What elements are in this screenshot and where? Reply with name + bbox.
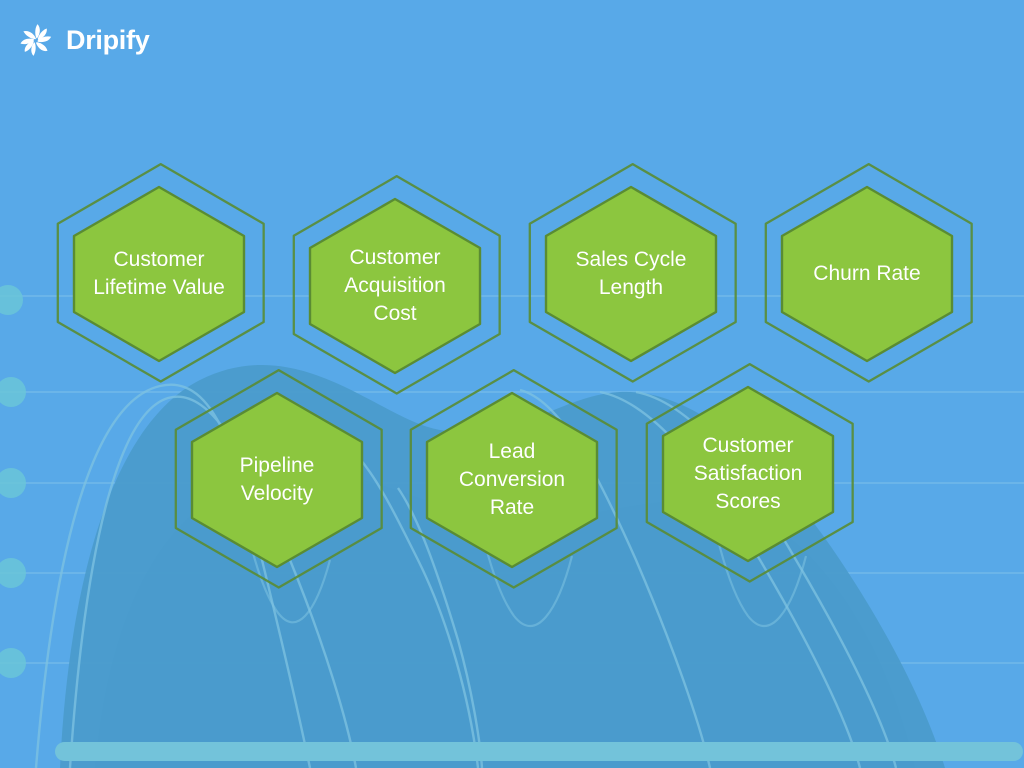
- dripify-pinwheel-icon: [20, 24, 52, 56]
- hex-label: Lead Conversion Rate: [458, 440, 566, 519]
- hexagon-shape: [764, 163, 973, 383]
- brand-logo[interactable]: Dripify: [18, 22, 150, 58]
- left-dot-4: [0, 558, 26, 588]
- hex-label: Pipeline Velocity: [239, 454, 315, 505]
- left-dot-3: [0, 468, 26, 498]
- left-dot-2: [0, 377, 26, 407]
- hex-node-churn-rate[interactable]: Churn Rate: [760, 163, 974, 383]
- hex-label: Sales Cycle Length: [575, 248, 687, 299]
- hex-label: Churn Rate: [813, 262, 921, 286]
- hex-label: Customer Lifetime Value: [93, 248, 225, 299]
- hex-node-lead-conversion-rate[interactable]: Lead Conversion Rate: [405, 369, 619, 589]
- hexagon-shape: [528, 163, 737, 383]
- hexagon-shape: [56, 163, 265, 383]
- bottom-accent-bar: [55, 742, 1023, 761]
- hex-label: Customer Satisfaction Scores: [693, 434, 803, 513]
- hex-node-sales-cycle-length[interactable]: Sales Cycle Length: [524, 163, 738, 383]
- left-dot-1: [0, 285, 23, 315]
- hexagon-shape: [292, 175, 501, 395]
- hex-label: Customer Acquisition Cost: [344, 246, 446, 325]
- brand-name: Dripify: [66, 24, 150, 55]
- left-dot-5: [0, 648, 26, 678]
- hex-node-pipeline-velocity[interactable]: Pipeline Velocity: [170, 369, 384, 589]
- hex-node-customer-lifetime-value[interactable]: Customer Lifetime Value: [52, 163, 266, 383]
- hex-node-customer-acquisition-cost[interactable]: Customer Acquisition Cost: [288, 175, 502, 395]
- hex-node-customer-satisfaction-scores[interactable]: Customer Satisfaction Scores: [641, 363, 855, 583]
